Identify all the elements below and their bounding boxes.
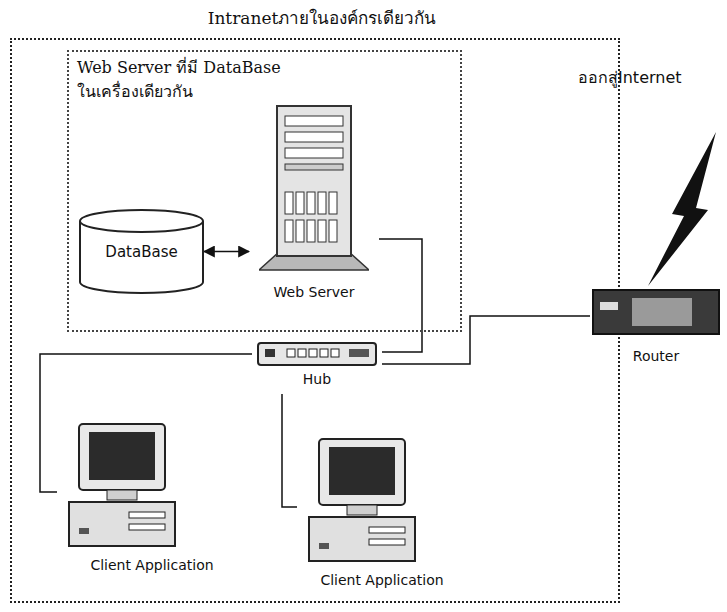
router-node: Router bbox=[590, 288, 722, 383]
node-label: Intranetภายในองค์กรเดียวกัน bbox=[152, 8, 492, 29]
intranet-region: Intranetภายในองค์กรเดียวกันWeb Server ที… bbox=[10, 38, 620, 603]
node-label: Client Application bbox=[297, 572, 467, 590]
server-group: Web Server ที่มี DataBase ในเครื่องเดียว… bbox=[67, 50, 462, 332]
network-link bbox=[379, 239, 422, 352]
network-link bbox=[382, 316, 590, 364]
node-label: Hub bbox=[252, 371, 382, 389]
node-label: Web Server ที่มี DataBase ในเครื่องเดียว… bbox=[77, 56, 282, 104]
network-link bbox=[40, 354, 252, 492]
pc-icon bbox=[307, 437, 417, 571]
network-link bbox=[204, 251, 249, 253]
hub-node: Hub bbox=[252, 340, 382, 394]
pc-node: Client Application bbox=[57, 422, 247, 592]
node-label: Router bbox=[590, 348, 722, 366]
network-link bbox=[282, 394, 297, 507]
internet-label: ออกสู่Internet bbox=[578, 68, 682, 88]
server-icon bbox=[259, 102, 369, 281]
node-label: DataBase bbox=[83, 243, 200, 262]
node-label: Web Server bbox=[249, 284, 379, 302]
router-icon bbox=[592, 288, 720, 342]
lightning-bolt bbox=[648, 132, 716, 286]
pc-node: Client Application bbox=[297, 437, 467, 592]
server-node: Web Server bbox=[249, 102, 379, 314]
pc-icon bbox=[67, 422, 177, 556]
hub-icon bbox=[257, 340, 377, 372]
node-label: Client Application bbox=[57, 557, 247, 575]
db-node: DataBase bbox=[79, 209, 204, 294]
